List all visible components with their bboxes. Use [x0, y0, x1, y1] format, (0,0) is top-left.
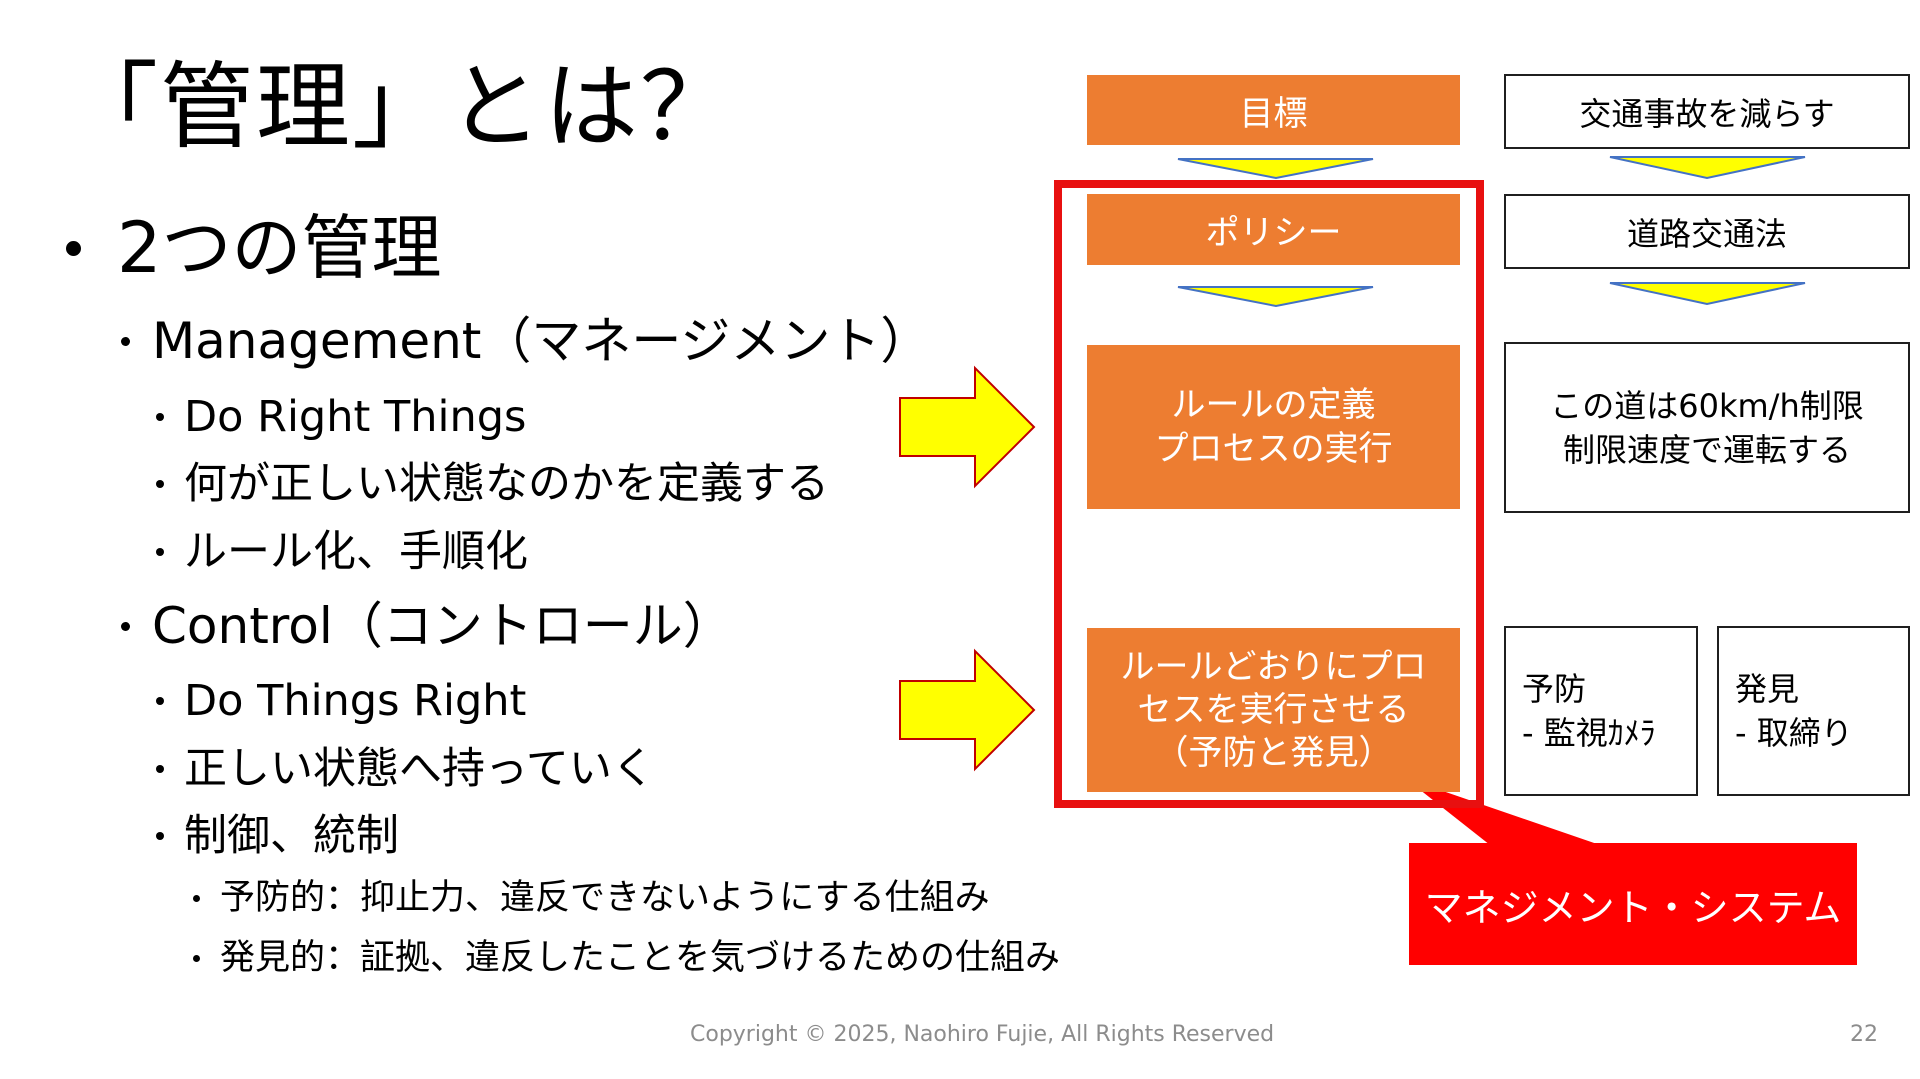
bullet-management-text: Management（マネージメント） — [152, 312, 931, 370]
bullet-dot — [156, 548, 164, 556]
bullet-dot — [193, 894, 200, 902]
bullet-sub-item-text: 発見的：証拠、違反したことを気づけるための仕組み — [220, 938, 1061, 978]
bullet-item-text: Do Right Things — [184, 392, 527, 442]
goal-example-box: 交通事故を減らす — [1504, 74, 1910, 149]
bullet-item-text: Do Things Right — [184, 676, 527, 726]
bullet-control-sub-item: 予防的：抑止力、違反できないようにする仕組み — [193, 873, 990, 923]
bullet-management-item: 何が正しい状態なのかを定義する — [156, 455, 829, 513]
bullet-dot — [156, 765, 164, 773]
bullet-sub-item-text: 予防的：抑止力、違反できないようにする仕組み — [220, 878, 990, 918]
page-number: 22 — [1850, 1022, 1878, 1047]
down-arrow-icon — [1177, 286, 1374, 308]
bullet-item-text: ルール化、手順化 — [184, 527, 528, 577]
bullet-control-item: Do Things Right — [156, 672, 526, 730]
bullet-dot — [121, 621, 130, 631]
management-system-callout: マネジメント・システム — [1409, 843, 1857, 965]
down-arrow-icon — [1609, 156, 1806, 180]
bullet-management-item: Do Right Things — [156, 388, 526, 446]
bullet-item-text: 正しい状態へ持っていく — [184, 744, 655, 794]
bullet-dot — [121, 336, 130, 346]
management-system-frame — [1054, 180, 1484, 808]
bullet-main: 2つの管理 — [66, 200, 442, 296]
callout-pointer — [1405, 778, 1600, 845]
down-arrow-icon — [1609, 282, 1806, 306]
bullet-management-item: ルール化、手順化 — [156, 523, 528, 581]
bullet-dot — [66, 240, 81, 256]
bullet-management: Management（マネージメント） — [121, 308, 930, 374]
bullet-dot — [193, 954, 200, 962]
bullet-control: Control（コントロール） — [121, 593, 733, 659]
detect-example-box: 発見 - 取締り — [1717, 626, 1910, 796]
bullet-item-text: 制御、統制 — [184, 811, 399, 861]
right-arrow-icon — [899, 365, 1036, 489]
rules-example-box: この道は60km/h制限 制限速度で運転する — [1504, 342, 1910, 513]
bullet-dot — [156, 697, 164, 705]
bullet-control-text: Control（コントロール） — [152, 597, 733, 655]
bullet-control-item: 制御、統制 — [156, 807, 399, 865]
slide-title: 「管理」とは？ — [64, 53, 737, 162]
policy-box: ポリシー — [1087, 194, 1460, 265]
goal-box: 目標 — [1087, 75, 1460, 145]
policy-example-box: 道路交通法 — [1504, 194, 1910, 269]
rules-box: ルールの定義 プロセスの実行 — [1087, 345, 1460, 509]
bullet-dot — [156, 832, 164, 840]
prevent-example-box: 予防 - 監視ｶﾒﾗ — [1504, 626, 1698, 796]
down-arrow-icon — [1177, 158, 1374, 180]
bullet-control-sub-item: 発見的：証拠、違反したことを気づけるための仕組み — [193, 933, 1060, 983]
bullet-item-text: 何が正しい状態なのかを定義する — [184, 459, 829, 509]
bullet-control-item: 正しい状態へ持っていく — [156, 740, 655, 798]
bullet-dot — [156, 480, 164, 488]
right-arrow-icon — [899, 648, 1036, 772]
execute-box: ルールどおりにプロ セスを実行させる （予防と発見） — [1087, 628, 1460, 792]
bullet-main-text: 2つの管理 — [117, 207, 442, 289]
copyright-footer: Copyright © 2025, Naohiro Fujie, All Rig… — [690, 1022, 1275, 1047]
bullet-dot — [156, 413, 164, 421]
